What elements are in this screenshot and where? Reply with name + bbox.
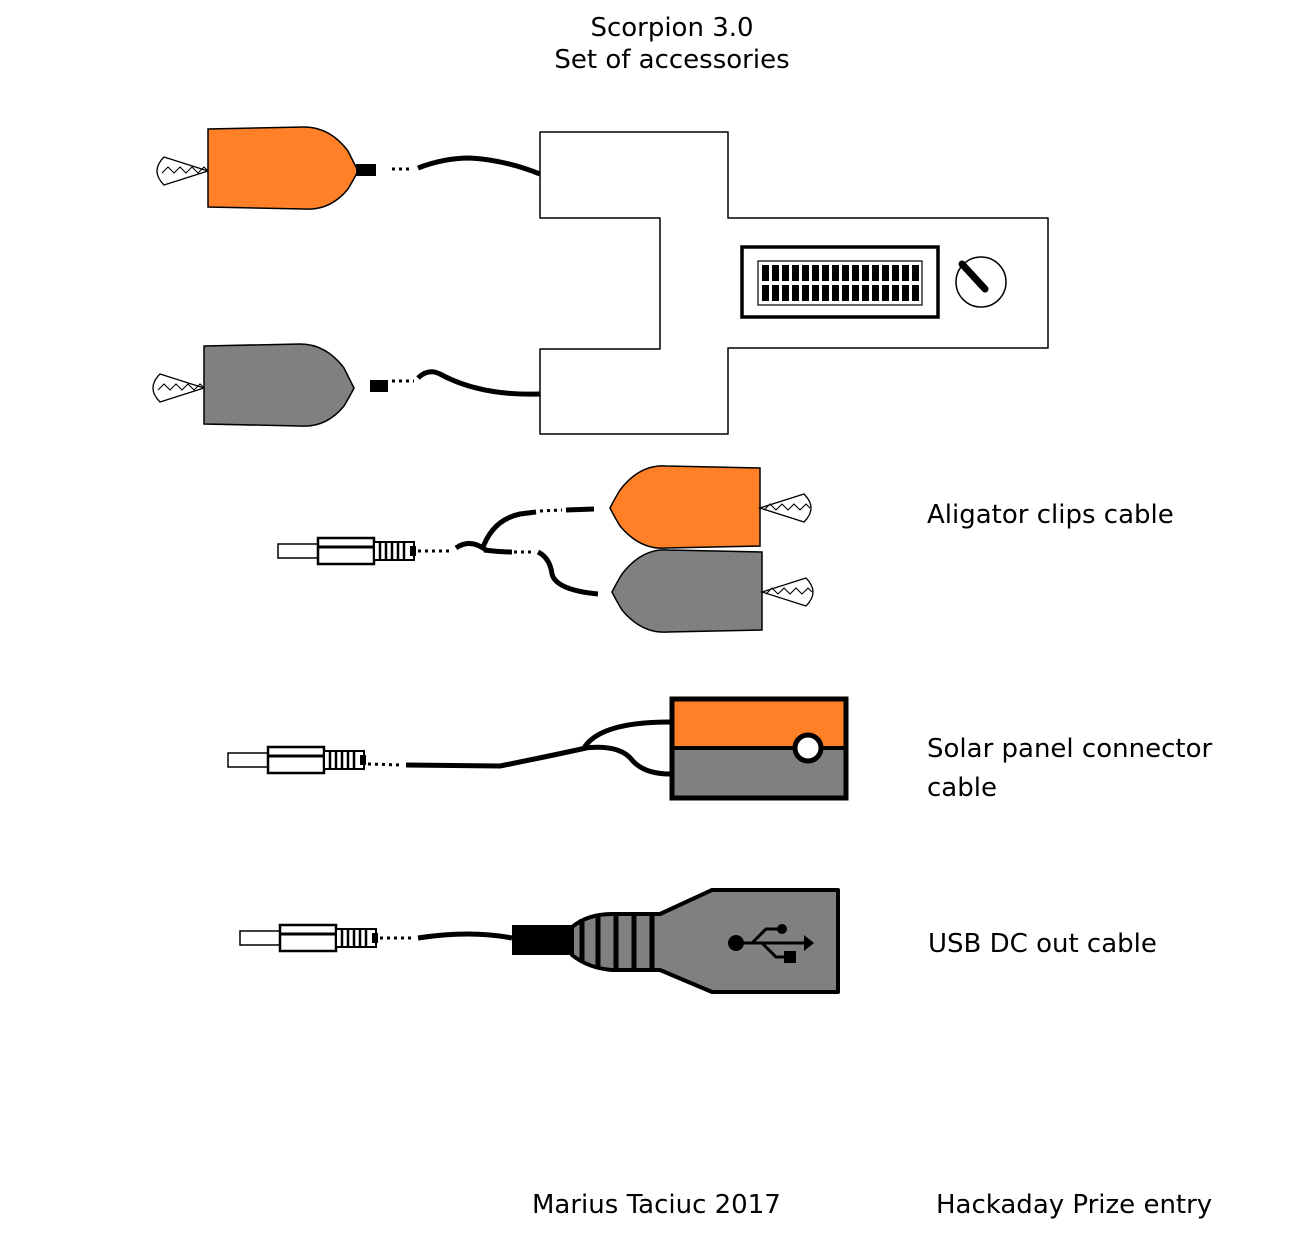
lcd-character-cell	[822, 265, 829, 281]
lcd-character-cell	[772, 285, 779, 301]
usb-icon	[728, 924, 814, 963]
orange-alligator-clip-top	[156, 126, 541, 210]
gray-alligator-clip	[611, 549, 814, 633]
lcd-character-cell	[882, 285, 889, 301]
lcd-character-cell	[762, 265, 769, 281]
orange-alligator-clip	[609, 465, 812, 549]
aligator-clips-cable-label: Aligator clips cable	[927, 500, 1174, 530]
lcd-character-cell	[902, 265, 909, 281]
gray-alligator-clip-top	[152, 343, 541, 427]
lcd-character-cell	[862, 285, 869, 301]
lcd-character-cell	[762, 285, 769, 301]
lcd-character-cell	[792, 285, 799, 301]
lcd-character-cell	[892, 265, 899, 281]
title-line-1: Scorpion 3.0	[590, 13, 754, 43]
lcd-character-cell	[852, 265, 859, 281]
title-line-2: Set of accessories	[554, 45, 790, 75]
lcd-character-cell	[902, 285, 909, 301]
lcd-character-cell	[772, 265, 779, 281]
lcd-character-cell	[842, 285, 849, 301]
scorpion-device-assembly	[152, 126, 1049, 435]
lcd-character-cell	[872, 285, 879, 301]
page-title: Scorpion 3.0 Set of accessories	[0, 12, 1304, 76]
lcd-character-cell	[792, 265, 799, 281]
lcd-character-cell	[912, 265, 919, 281]
lcd-character-cell	[842, 265, 849, 281]
lcd-character-cell	[802, 285, 809, 301]
solar-panel-cable-label-line-1: Solar panel connector	[927, 734, 1213, 764]
usb-dc-out-cable	[238, 888, 840, 994]
lcd-character-cell	[812, 265, 819, 281]
lcd-character-cell	[872, 265, 879, 281]
solar-panel-connector-cable	[226, 696, 849, 801]
lcd-character-cell	[802, 265, 809, 281]
potentiometer-knob-icon	[955, 256, 1007, 308]
lcd-character-cell	[832, 285, 839, 301]
footer-author: Marius Taciuc 2017	[532, 1190, 781, 1220]
lcd-character-cell	[892, 285, 899, 301]
solar-panel-cable-label-line-2: cable	[927, 773, 997, 803]
lcd-character-cell	[782, 285, 789, 301]
solar-connector-box	[669, 696, 849, 801]
usb-dc-out-cable-label: USB DC out cable	[928, 929, 1157, 959]
footer-entry: Hackaday Prize entry	[936, 1190, 1213, 1220]
lcd-display-icon	[740, 245, 940, 319]
lcd-character-cell	[832, 265, 839, 281]
lcd-character-cell	[822, 285, 829, 301]
lcd-character-cell	[862, 265, 869, 281]
lcd-character-cell	[882, 265, 889, 281]
lcd-character-cell	[852, 285, 859, 301]
lcd-character-cell	[812, 285, 819, 301]
lcd-character-cell	[912, 285, 919, 301]
usb-female-socket	[512, 888, 840, 994]
lcd-character-cell	[782, 265, 789, 281]
solar-panel-cable-label: Solar panel connector cable	[927, 730, 1212, 808]
aligator-clips-cable	[276, 465, 814, 633]
